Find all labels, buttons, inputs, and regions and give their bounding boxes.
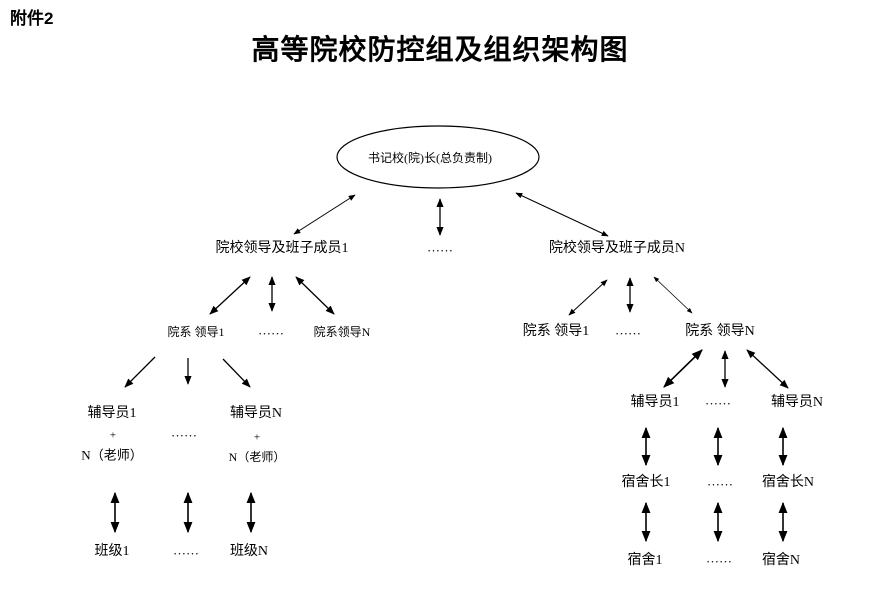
lead-node-1: 院校领导及班子成员1: [215, 241, 349, 256]
arrow-lead1-deptln: [295, 276, 335, 315]
counselor-left-ellipsis: ……: [171, 424, 197, 440]
page-title: 高等院校防控组及组织架构图: [251, 35, 629, 66]
dept-leader-right-n: 院系 领导N: [685, 324, 755, 339]
counselor-left-1-teacher: N（老师）: [81, 447, 143, 463]
dorm-head-n: 宿舍长N: [761, 475, 815, 490]
class-n: 班级N: [229, 544, 269, 559]
dept-leader-left-1: 院系 领导1: [167, 325, 225, 339]
arrow-deptrn-counselorrn: [746, 349, 789, 389]
root-node: 书记校(院)长(总负责制): [368, 151, 492, 165]
arrow-leadn-deptr1: [568, 279, 608, 316]
dept-leader-left-ellipsis: ……: [258, 322, 284, 338]
dorm-head-1: 宿舍长1: [621, 475, 671, 490]
root-ellipse: [336, 125, 540, 189]
arrow-lead1-deptl1: [209, 276, 251, 315]
arrow-root-lead1: [293, 194, 356, 235]
counselor-left-n-plus: +: [253, 431, 261, 444]
dept-leader-right-1: 院系 领导1: [522, 324, 590, 339]
dept-leader-right-ellipsis: ……: [615, 322, 641, 338]
counselor-right-1: 辅导员1: [630, 395, 680, 410]
class-1: 班级1: [94, 544, 130, 559]
arrow-deptl1-counselorl1: [124, 356, 156, 388]
lead-node-ellipsis: ……: [427, 239, 453, 255]
counselor-left-n-teacher: N（老师）: [228, 450, 286, 464]
arrow-deptl1-counselorln: [222, 358, 251, 388]
dorm-ellipsis: ……: [706, 550, 732, 566]
arrow-deptrn-counselorr1: [663, 349, 703, 388]
counselor-left-n: 辅导员N: [229, 406, 283, 421]
dorm-head-ellipsis: ……: [707, 473, 733, 489]
counselor-left-1: 辅导员1: [87, 406, 137, 421]
counselor-right-ellipsis: ……: [705, 392, 731, 408]
arrow-leadn-deptrn: [653, 276, 693, 314]
counselor-left-1-plus: +: [109, 429, 117, 442]
class-ellipsis: ……: [173, 542, 199, 558]
counselor-right-n: 辅导员N: [770, 395, 824, 410]
annex-label: 附件2: [10, 9, 54, 28]
arrow-root-leadn: [515, 192, 609, 237]
dept-leader-left-n: 院系领导N: [313, 325, 371, 339]
dorm-1: 宿舍1: [627, 553, 663, 568]
dorm-n: 宿舍N: [761, 553, 801, 568]
lead-node-n: 院校领导及班子成员N: [548, 241, 686, 256]
